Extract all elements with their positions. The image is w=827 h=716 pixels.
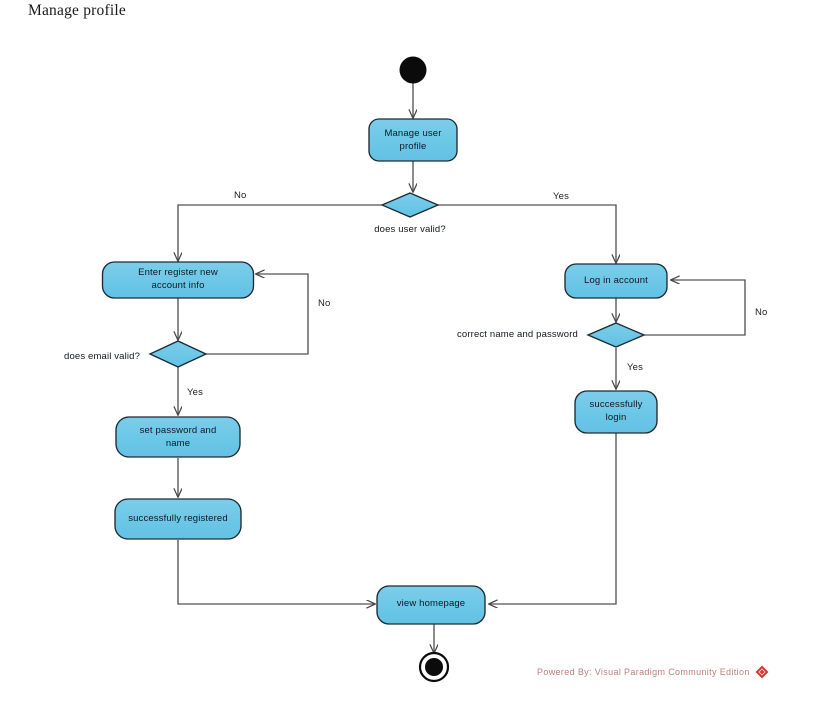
initial-node (399, 56, 427, 84)
edge-login-ok-to-homepage (489, 432, 617, 604)
page-title: Manage profile (28, 2, 126, 19)
action-node-view-homepage[interactable] (376, 585, 486, 625)
edge-user-valid-no (178, 204, 382, 261)
action-node-log-in-account[interactable] (564, 263, 668, 299)
edge-registered-to-homepage (177, 540, 375, 604)
action-node-set-password[interactable] (115, 416, 241, 458)
decision-node-does-user-valid[interactable] (380, 192, 440, 218)
final-node (418, 651, 450, 683)
action-node-successfully-login[interactable] (574, 390, 658, 434)
action-node-enter-register[interactable] (101, 261, 255, 299)
watermark-text: Powered By: Visual Paradigm Community Ed… (537, 667, 750, 677)
action-node-successfully-registered[interactable] (114, 498, 242, 540)
watermark: Powered By: Visual Paradigm Community Ed… (537, 665, 769, 679)
edge-email-valid-no-loop (206, 274, 309, 355)
action-node-manage-user-profile[interactable] (368, 118, 458, 162)
decision-node-does-email-valid[interactable] (148, 340, 208, 368)
edge-user-valid-yes (438, 204, 616, 263)
decision-node-correct-credentials[interactable] (586, 322, 646, 348)
visual-paradigm-diamond-logo (755, 665, 769, 679)
edge-creds-no-loop (644, 280, 746, 336)
